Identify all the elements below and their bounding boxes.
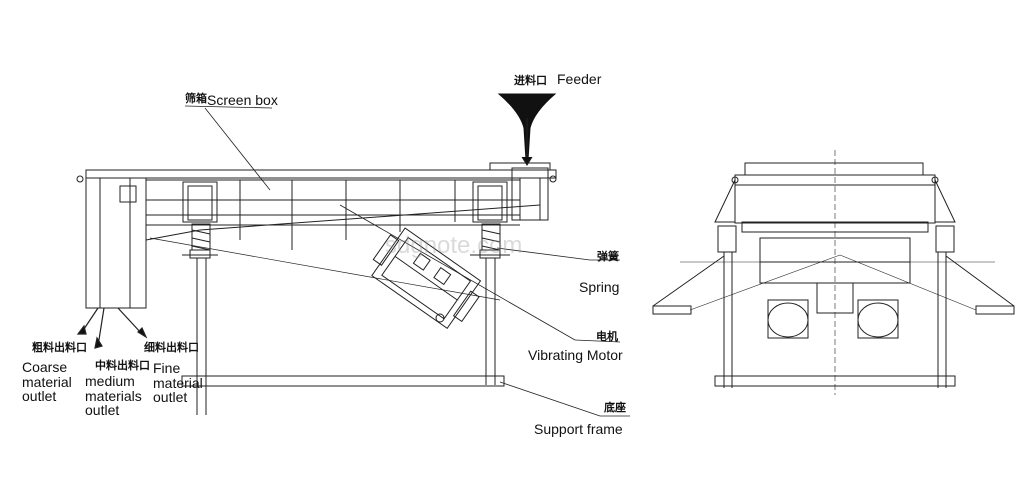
vibrating-motors xyxy=(371,227,482,330)
label-screen-box-cn: 筛箱 xyxy=(185,92,207,105)
medium-line-3: outlet xyxy=(85,402,120,419)
label-motor-cn: 电机 xyxy=(596,330,618,343)
fine-line-2: material xyxy=(153,374,203,391)
springs xyxy=(189,223,501,259)
outlet-housing xyxy=(85,177,147,309)
label-base-cn: 底座 xyxy=(604,401,626,414)
coarse-line-3: outlet xyxy=(22,388,57,405)
side-view xyxy=(76,93,630,417)
leader-lines xyxy=(184,105,630,417)
label-medium-en: medium materials outlet xyxy=(85,374,142,418)
end-view xyxy=(652,150,1015,395)
screen-box xyxy=(76,162,557,309)
medium-line-2: materials xyxy=(85,387,142,404)
medium-line-1: medium xyxy=(85,373,135,389)
label-base-en: Support frame xyxy=(534,421,623,437)
label-feeder-cn: 进料口 xyxy=(514,74,547,87)
label-coarse-cn: 粗料出料口 xyxy=(32,341,87,354)
label-feeder-en: Feeder xyxy=(557,71,602,87)
feeder-hopper xyxy=(497,93,557,166)
coarse-line-2: material xyxy=(22,373,72,390)
label-fine-en: Fine material outlet xyxy=(153,361,203,405)
label-fine-cn: 细料出料口 xyxy=(144,341,199,354)
label-screen-box-en: Screen box xyxy=(207,92,278,108)
coarse-line-1: Coarse xyxy=(22,359,68,375)
watermark: sdgnote.com xyxy=(385,232,523,259)
outlet-arrows xyxy=(76,307,148,349)
label-spring-en: Spring xyxy=(579,279,620,295)
support-frame xyxy=(181,254,510,415)
label-coarse-en: Coarse material outlet xyxy=(22,360,72,404)
label-spring-cn: 弹簧 xyxy=(597,250,619,263)
label-motor-en: Vibrating Motor xyxy=(528,347,623,363)
label-medium-cn: 中料出料口 xyxy=(95,359,150,372)
fine-line-3: outlet xyxy=(153,389,188,406)
fine-line-1: Fine xyxy=(153,360,181,376)
diagonal-line xyxy=(149,237,501,301)
